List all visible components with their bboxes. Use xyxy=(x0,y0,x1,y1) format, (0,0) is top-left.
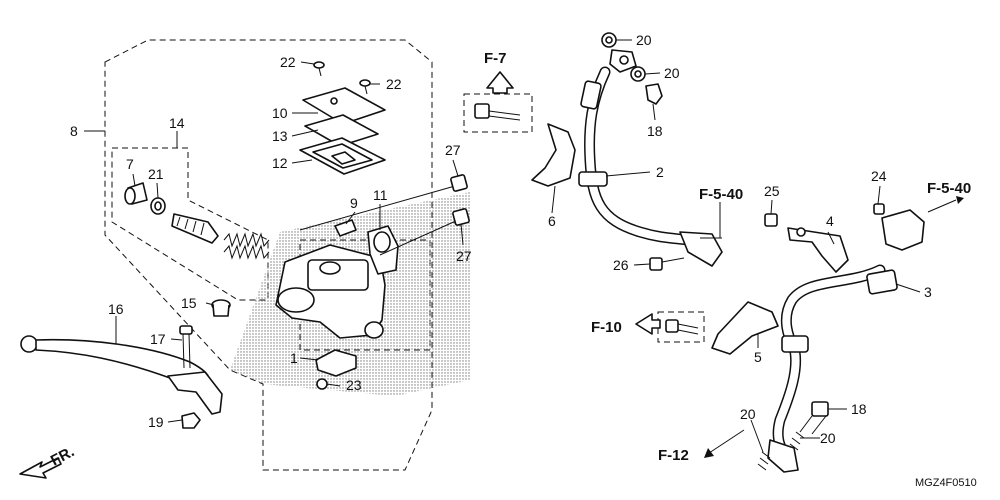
callout-17: 17 xyxy=(150,331,166,347)
reservoir-cap-10 xyxy=(302,87,386,125)
callout-18a: 18 xyxy=(647,123,663,139)
bolt-27b xyxy=(379,208,470,256)
front-arrow xyxy=(19,457,62,479)
ref-label-f10: F-10 xyxy=(591,319,622,336)
washer-20b xyxy=(630,66,646,82)
callout-22b: 22 xyxy=(386,76,402,92)
callout-1: 1 xyxy=(290,350,298,366)
diagram-code: MGZ4F0510 xyxy=(915,477,977,489)
ref-label-f540b: F-5-40 xyxy=(927,180,971,197)
callout-18b: 18 xyxy=(851,401,867,417)
cap-15 xyxy=(211,299,231,317)
clamp-6 xyxy=(531,123,576,187)
callout-5: 5 xyxy=(754,349,762,365)
ref-arrow-f540a xyxy=(700,202,722,239)
screw-22a xyxy=(313,61,325,77)
piston-boot-7 xyxy=(124,182,148,205)
pivot-bolt-17 xyxy=(179,325,193,369)
ref-label-f7: F-7 xyxy=(484,50,507,67)
subgroup-outline-14 xyxy=(111,147,269,301)
callout-16: 16 xyxy=(108,301,124,317)
callout-4: 4 xyxy=(826,213,834,229)
ref-label-f540a: F-5-40 xyxy=(699,186,743,203)
bolt-27a xyxy=(299,174,468,231)
callout-6: 6 xyxy=(548,213,556,229)
callout-7: 7 xyxy=(126,156,134,172)
callout-2: 2 xyxy=(656,164,664,180)
circlip-21 xyxy=(150,197,166,215)
bolt-near-clamp5 xyxy=(665,319,699,335)
brake-switch-1 xyxy=(315,349,357,377)
ref-arrow-f540b xyxy=(927,196,964,213)
ref-arrow-f10 xyxy=(635,313,661,335)
callout-23: 23 xyxy=(346,377,362,393)
diaphragm-12 xyxy=(299,137,386,175)
callout-20d: 20 xyxy=(820,430,836,446)
callout-20b: 20 xyxy=(664,65,680,81)
bracket-4 xyxy=(787,227,849,273)
screw-23 xyxy=(316,378,328,390)
callout-9: 9 xyxy=(350,195,358,211)
nut-19 xyxy=(181,412,201,429)
diaphragm-plate-13 xyxy=(304,114,379,147)
piston-assembly xyxy=(171,213,219,244)
ref-arrow-f12 xyxy=(704,429,745,458)
master-cylinder-body xyxy=(275,244,386,339)
screw-22b xyxy=(359,79,371,95)
brake-hose-2 xyxy=(578,66,723,267)
callout-8: 8 xyxy=(70,123,78,139)
clip-9 xyxy=(334,219,357,237)
bolt-26 xyxy=(649,257,685,271)
callout-20a: 20 xyxy=(636,32,652,48)
callout-24: 24 xyxy=(871,168,887,184)
callout-25: 25 xyxy=(764,183,780,199)
callout-27a: 27 xyxy=(445,142,461,158)
callout-11: 11 xyxy=(373,187,388,203)
callout-10: 10 xyxy=(272,105,288,121)
callout-20c: 20 xyxy=(740,406,756,422)
brake-lever-16 xyxy=(20,335,223,415)
callout-27b: 27 xyxy=(456,248,472,264)
ref-arrow-f7 xyxy=(486,71,514,94)
bolt-near-clamp xyxy=(474,103,521,121)
callout-21: 21 xyxy=(148,166,164,182)
callout-15: 15 xyxy=(181,295,197,311)
washer-20a xyxy=(601,32,617,48)
joint-24 xyxy=(873,203,925,251)
callout-26: 26 xyxy=(613,257,629,273)
brake-hose-3 xyxy=(767,264,898,473)
bolt-25 xyxy=(764,213,778,227)
callout-12: 12 xyxy=(272,155,288,171)
ref-label-f12: F-12 xyxy=(658,447,689,464)
callout-19: 19 xyxy=(148,414,164,430)
washer-20d xyxy=(757,451,771,471)
callout-14: 14 xyxy=(169,115,185,131)
callout-22a: 22 xyxy=(280,54,296,70)
bolt-box-dashed-2 xyxy=(657,311,705,343)
bolt-box-dashed xyxy=(463,93,533,133)
callout-3: 3 xyxy=(924,284,932,300)
spring xyxy=(223,232,270,260)
callout-13: 13 xyxy=(272,128,288,144)
holder-11 xyxy=(367,225,399,275)
banjo-bolt-upper xyxy=(609,49,637,73)
assembly-outline-8 xyxy=(104,39,433,471)
bolt-18a xyxy=(645,83,663,105)
leader-lines xyxy=(84,39,921,453)
clamp-5 xyxy=(711,301,779,355)
washer-20c xyxy=(789,431,805,451)
